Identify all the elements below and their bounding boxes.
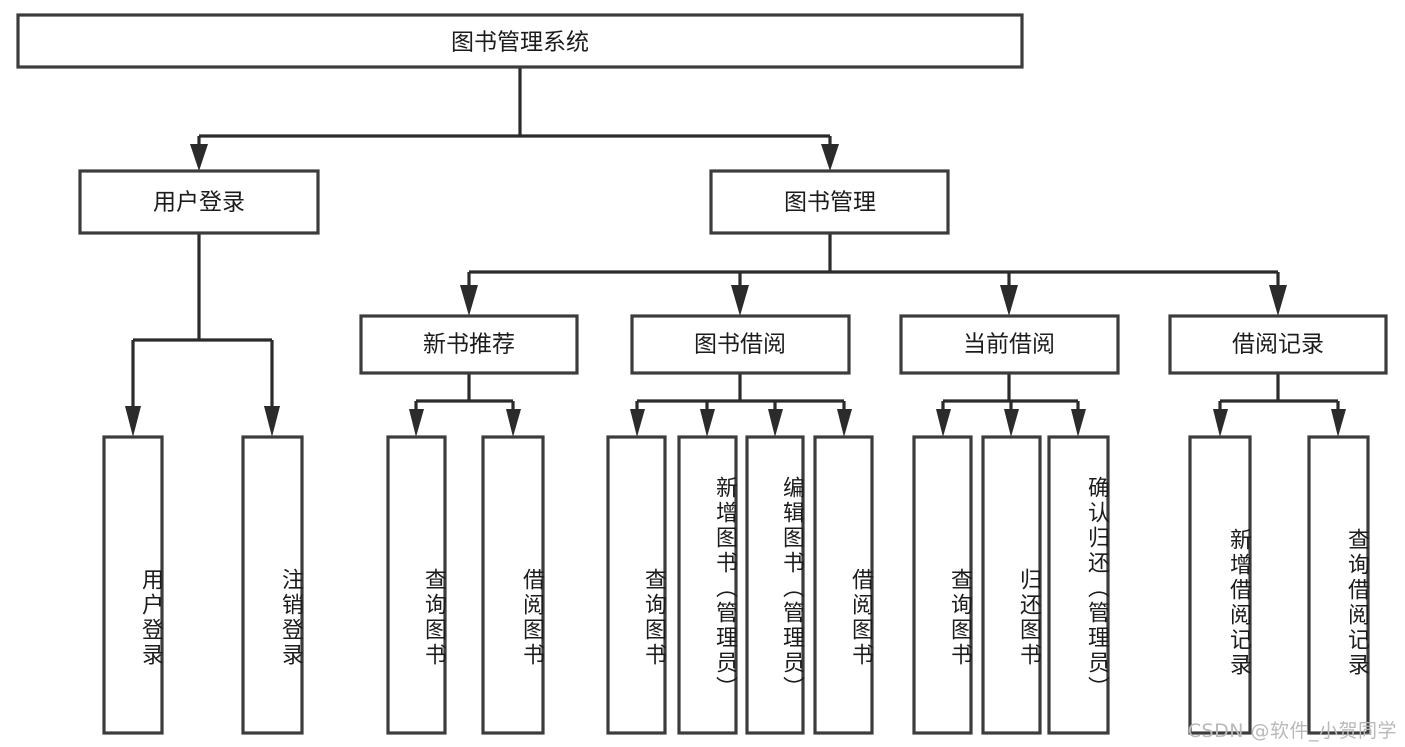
arrow-leaf-edit-book	[768, 409, 783, 437]
user-login-box[interactable]	[78, 169, 320, 235]
leaf-add-book-box[interactable]	[677, 435, 738, 735]
node-user-login[interactable]: 用户登录	[78, 169, 320, 235]
book-borrow-label: 图书借阅	[694, 332, 786, 358]
node-book-borrow[interactable]: 图书借阅	[630, 314, 851, 375]
connectors-book-management-to-level3	[460, 233, 1287, 316]
arrow-leaf-query-borrow-record	[1331, 409, 1346, 437]
leaf-add-borrow-record-box[interactable]	[1188, 435, 1252, 735]
connectors-root-to-level2	[190, 67, 839, 171]
leaf-borrow-book-2-box[interactable]	[813, 435, 874, 735]
arrow-user-login	[190, 144, 208, 171]
arrow-leaf-add-book	[700, 409, 715, 437]
arrow-leaf-user-login	[125, 406, 141, 437]
connectors-book-borrow-to-leaves	[630, 373, 852, 437]
arrow-leaf-borrow-book-1	[506, 409, 521, 437]
arrow-new-book-recommend	[460, 285, 478, 316]
arrow-book-management	[821, 144, 839, 171]
leaf-logout-box[interactable]	[241, 435, 304, 735]
arrow-leaf-query-book-3	[936, 409, 951, 437]
leaf-confirm-return-box[interactable]	[1047, 435, 1110, 735]
leaf-return-book-box[interactable]	[981, 435, 1042, 735]
new-book-recommend-label: 新书推荐	[423, 332, 515, 358]
arrow-book-borrow	[731, 285, 749, 316]
arrow-leaf-add-borrow-record	[1213, 409, 1228, 437]
leaf-query-book-3-box[interactable]	[912, 435, 973, 735]
arrow-leaf-borrow-book-2	[837, 409, 852, 437]
borrow-record-label: 借阅记录	[1232, 332, 1324, 358]
arrow-leaf-query-book-2	[630, 409, 645, 437]
arrow-leaf-logout	[264, 406, 280, 437]
connectors-new-book-recommend-to-leaves	[409, 373, 521, 437]
node-new-book-recommend[interactable]: 新书推荐	[359, 314, 579, 375]
leaf-query-book-2-box[interactable]	[606, 435, 667, 735]
leaf-query-book-1-box[interactable]	[386, 435, 447, 735]
arrow-leaf-query-book-1	[409, 409, 424, 437]
csdn-watermark: CSDN @软件_小贺同学	[1187, 720, 1397, 742]
arrow-leaf-confirm-return	[1071, 409, 1086, 437]
leaf-user-login-box[interactable]	[102, 435, 164, 735]
connectors-current-borrow-to-leaves	[936, 373, 1086, 437]
book-borrow-box[interactable]	[630, 314, 851, 375]
connectors-borrow-record-to-leaves	[1213, 373, 1346, 437]
node-current-borrow[interactable]: 当前借阅	[899, 314, 1120, 375]
leaf-edit-book-box[interactable]	[745, 435, 805, 735]
borrow-record-box[interactable]	[1168, 314, 1388, 375]
arrow-current-borrow	[1000, 285, 1018, 316]
node-borrow-record[interactable]: 借阅记录	[1168, 314, 1388, 375]
arrow-leaf-return-book	[1004, 409, 1019, 437]
leaf-query-borrow-record-box[interactable]	[1307, 435, 1370, 735]
leaf-borrow-book-1-box[interactable]	[481, 435, 545, 735]
root-label: 图书管理系统	[451, 30, 589, 56]
user-login-label: 用户登录	[153, 190, 245, 216]
book-management-box[interactable]	[709, 169, 950, 235]
leaf-boxes	[102, 435, 1370, 735]
new-book-recommend-box[interactable]	[359, 314, 579, 375]
root-box[interactable]	[16, 13, 1024, 69]
node-book-management[interactable]: 图书管理	[709, 169, 950, 235]
current-borrow-box[interactable]	[899, 314, 1120, 375]
connectors-user-login-to-leaves	[125, 233, 280, 437]
current-borrow-label: 当前借阅	[963, 332, 1055, 358]
book-management-label: 图书管理	[784, 190, 876, 216]
node-root[interactable]: 图书管理系统	[16, 13, 1024, 69]
arrow-borrow-record	[1269, 285, 1287, 316]
